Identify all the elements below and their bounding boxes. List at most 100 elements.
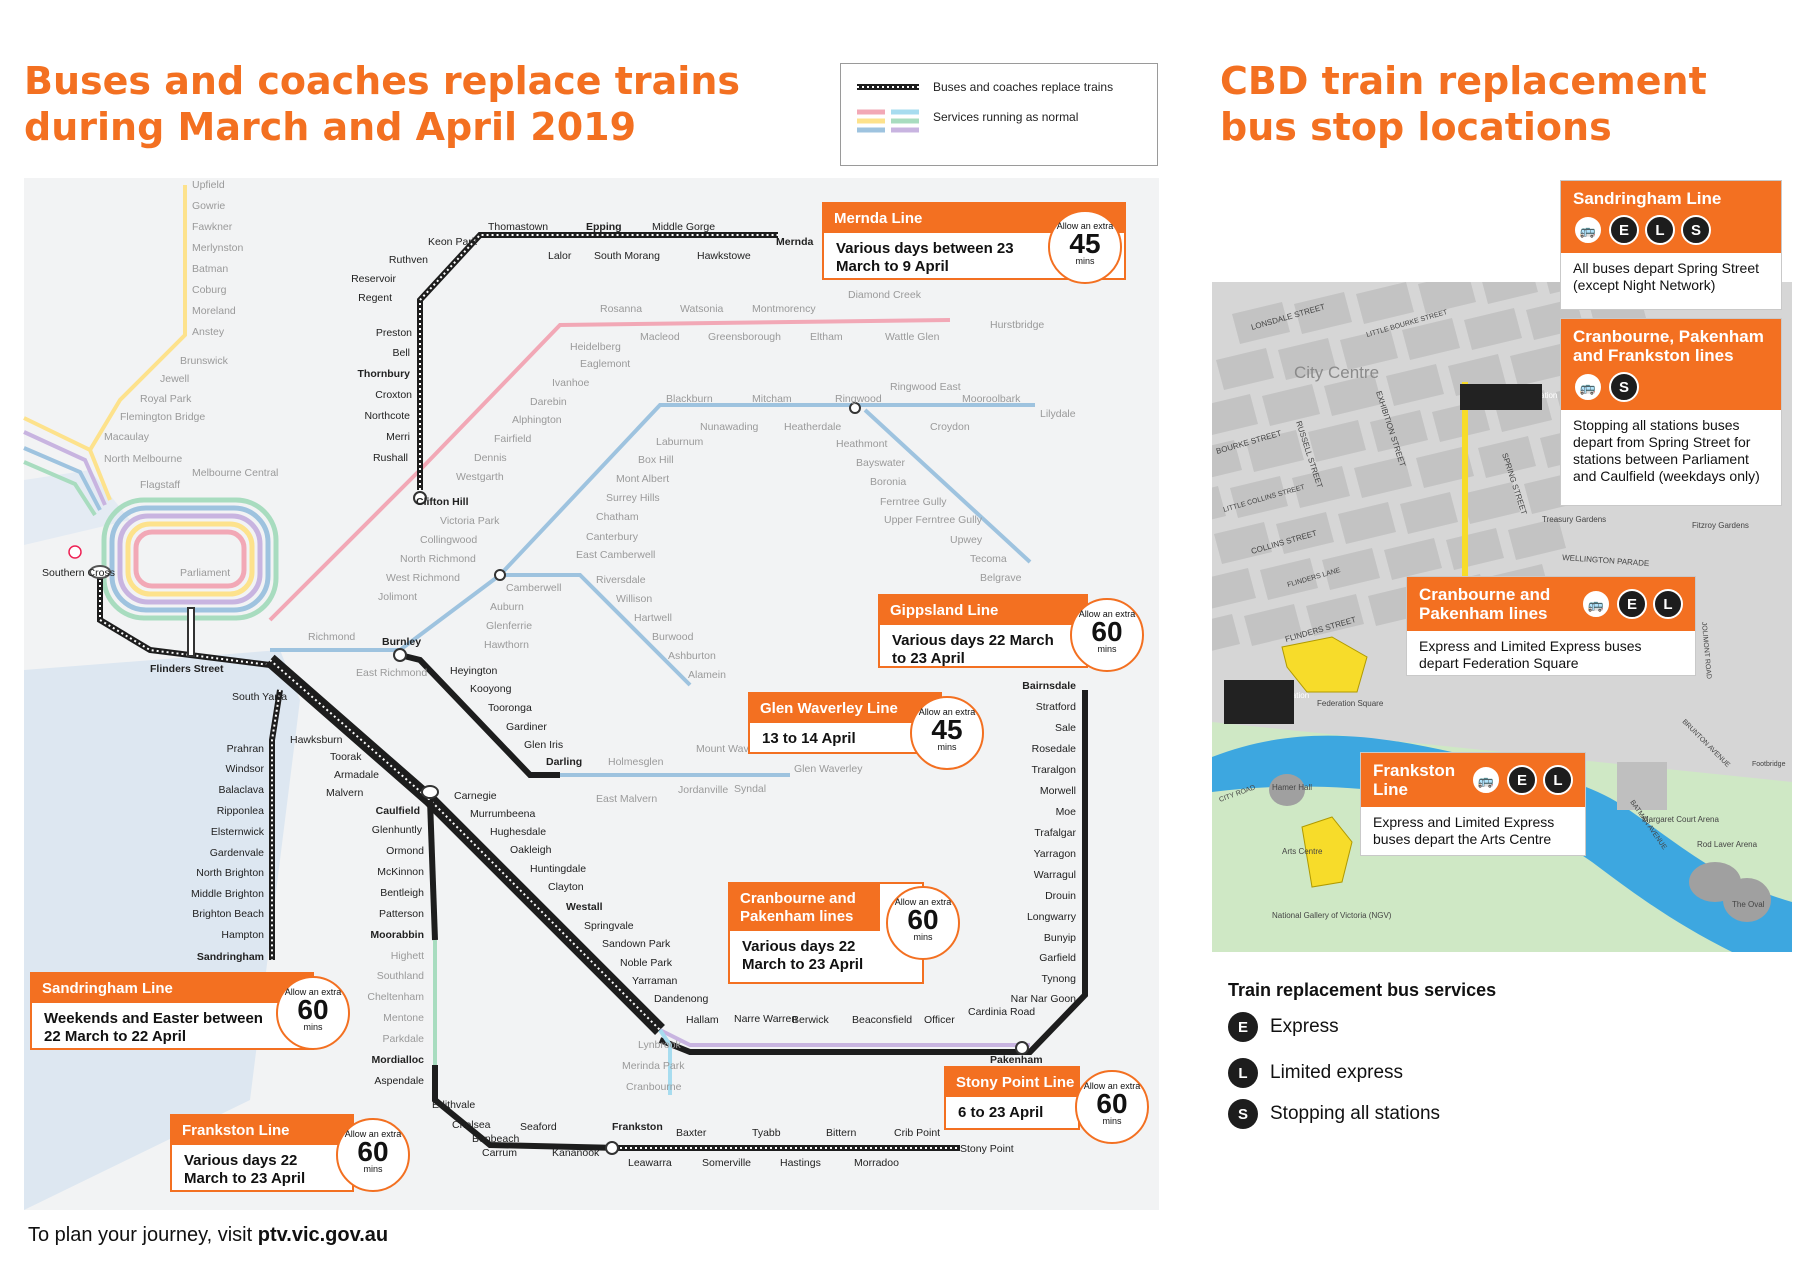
- station-label: Montmorency: [752, 303, 816, 315]
- express-icon: E: [1609, 215, 1639, 245]
- station-label: Ivanhoe: [552, 377, 590, 389]
- station-label: Cardinia Road: [968, 1006, 1035, 1018]
- port-phillip-bay: [24, 650, 300, 1210]
- station-label: Baxter: [676, 1127, 707, 1139]
- western-blue: [23, 446, 102, 511]
- city-block: [1462, 482, 1520, 524]
- station-label: Surrey Hills: [606, 492, 660, 504]
- place-label: Fitzroy Gardens: [1692, 521, 1749, 530]
- spring-street-bus-stop: [1462, 382, 1468, 582]
- station-label: Burwood: [652, 631, 694, 643]
- station-label: Ormond: [386, 845, 424, 857]
- city-block: [1262, 384, 1320, 426]
- station-label: Macleod: [640, 331, 680, 343]
- station-label: Merlynston: [192, 242, 244, 254]
- city-block: [1230, 476, 1288, 518]
- city-block: [1212, 394, 1258, 436]
- stopping-all-icon: S: [1228, 1099, 1258, 1129]
- station-label: Merinda Park: [622, 1060, 685, 1072]
- disruption-cranbourne-pakenham: Cranbourne and Pakenham lines Various da…: [728, 882, 924, 984]
- building-mcg-area: [1617, 762, 1667, 810]
- station-label: Narre Warren: [734, 1013, 797, 1025]
- station-label: Hampton: [221, 929, 264, 941]
- extra-time-glen-waverley: Allow an extra 45 mins: [910, 696, 984, 770]
- station-label: Bittern: [826, 1127, 857, 1139]
- station-label: Richmond: [308, 631, 355, 643]
- extra-time-cranbourne-pakenham: Allow an extra 60 mins: [886, 886, 960, 960]
- page-title: Buses and coaches replace trains during …: [24, 59, 741, 149]
- station-label: Burnley: [382, 636, 421, 648]
- station-label: Jewell: [160, 373, 189, 385]
- key-limited-express: L Limited express: [1228, 1058, 1403, 1088]
- station-label: Dennis: [474, 452, 507, 464]
- express-icon: E: [1617, 589, 1647, 619]
- station-label: Watsonia: [680, 303, 724, 315]
- station-label: Camberwell: [506, 582, 561, 594]
- station-label: Mernda: [776, 236, 814, 248]
- station-label: Darebin: [530, 396, 567, 408]
- station-label: Officer: [924, 1014, 955, 1026]
- station-label: Hallam: [686, 1014, 719, 1026]
- station-label: Macaulay: [104, 431, 150, 443]
- station-label: Sandringham: [197, 951, 264, 963]
- city-block: [1482, 282, 1538, 304]
- city-block: [1464, 308, 1522, 350]
- station-label: Flagstaff: [140, 479, 180, 491]
- station-label: Caulfield: [376, 805, 420, 817]
- legend-swatches: [857, 84, 919, 133]
- station-label: West Richmond: [386, 572, 460, 584]
- sandringham-line-hatch: [271, 689, 281, 960]
- key-stopping-all: S Stopping all stations: [1228, 1099, 1440, 1129]
- station-label: Moreland: [192, 305, 236, 317]
- station-label: Windsor: [225, 763, 264, 775]
- station-label: Huntingdale: [530, 863, 586, 875]
- place-label: City Centre: [1294, 363, 1379, 382]
- station-label: Nunawading: [700, 421, 759, 433]
- parliament-station-badge: [1460, 384, 1542, 410]
- city-block: [1212, 614, 1240, 651]
- station-label: Keon Park: [428, 236, 478, 248]
- express-icon: E: [1228, 1012, 1258, 1042]
- station-label: Jolimont: [378, 591, 417, 603]
- station-label: Tecoma: [970, 553, 1007, 565]
- cbd-box-arts-centre: Frankston Line 🚌 E L Express and Limited…: [1360, 752, 1586, 856]
- station-label: Stratford: [1036, 701, 1076, 713]
- arts-centre-bus-stop: [1301, 816, 1353, 888]
- station-label: Flinders Street: [150, 663, 224, 675]
- cranbourne-line: [658, 1028, 672, 1095]
- city-block: [1292, 466, 1350, 508]
- station-label: Dandenong: [654, 993, 708, 1005]
- station-label: Tynong: [1042, 973, 1077, 985]
- extra-time-stony-point: Allow an extra 60 mins: [1075, 1070, 1149, 1144]
- station-label: North Melbourne: [104, 453, 182, 465]
- city-block: [1370, 410, 1428, 452]
- city-loop-yellow: [125, 521, 255, 597]
- stopping-all-icon: S: [1609, 372, 1639, 402]
- cbd-title: CBD train replacement bus stop locations: [1220, 59, 1707, 149]
- station-label: Canterbury: [586, 531, 639, 543]
- station-label: Cranbourne: [626, 1081, 682, 1093]
- station-label: Somerville: [702, 1157, 751, 1169]
- service-key-title: Train replacement bus services: [1228, 980, 1497, 1000]
- station-label: Tyabb: [752, 1127, 781, 1139]
- station-label: Westall: [566, 901, 603, 913]
- station-label: Blackburn: [666, 393, 713, 405]
- station-label: Gardiner: [506, 721, 547, 733]
- station-label: Bentleigh: [380, 887, 424, 899]
- station-label: Bunyip: [1044, 932, 1076, 944]
- station-label: Fairfield: [494, 433, 532, 445]
- station-label: Tooronga: [488, 702, 532, 714]
- city-block: [1278, 338, 1336, 380]
- station-label: Garfield: [1039, 952, 1076, 964]
- city-block: [1294, 292, 1352, 334]
- limited-express-icon: L: [1543, 765, 1573, 795]
- station-label: Balaclava: [218, 784, 264, 796]
- ptv-link[interactable]: ptv.vic.gov.au: [257, 1224, 389, 1246]
- city-block: [1212, 486, 1226, 520]
- station-label: Middle Brighton: [191, 888, 264, 900]
- station-label: Ashburton: [668, 650, 716, 662]
- city-block: [1212, 440, 1242, 478]
- station-label: South Morang: [594, 250, 660, 262]
- sandringham-city-link-hatch: [99, 570, 271, 666]
- station-label: Seaford: [520, 1121, 557, 1133]
